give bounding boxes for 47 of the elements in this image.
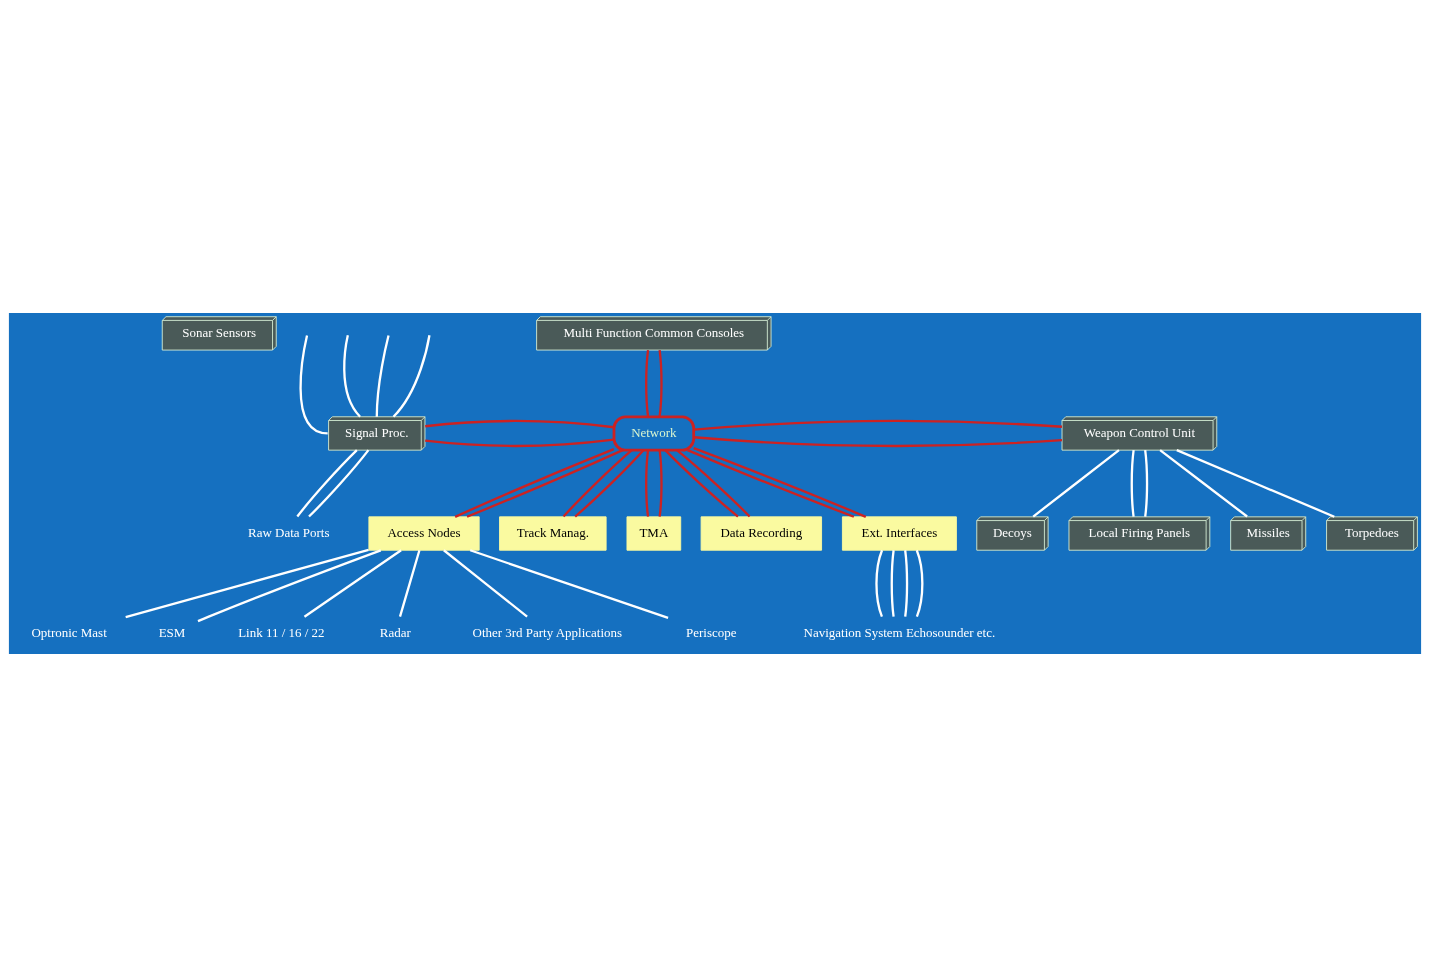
connector xyxy=(904,550,909,617)
node-text: Navigation System Echosounder etc. xyxy=(803,625,996,641)
connector xyxy=(658,349,663,417)
node-text: Other 3rd Party Applications xyxy=(472,625,623,641)
connector xyxy=(469,549,669,619)
connector xyxy=(303,549,402,618)
connector xyxy=(658,450,663,517)
node-box: Data Recording xyxy=(700,516,823,551)
connector xyxy=(1159,449,1248,518)
connector xyxy=(693,419,1063,431)
connector xyxy=(574,449,645,518)
connector xyxy=(343,335,361,418)
connector xyxy=(1144,450,1149,517)
connector xyxy=(1032,449,1120,518)
connector xyxy=(676,449,751,518)
connector xyxy=(562,449,633,518)
node-text: Optronic Mast xyxy=(31,625,107,641)
connector xyxy=(890,550,895,617)
connector xyxy=(875,549,884,617)
node-box: Track Manag. xyxy=(499,516,607,551)
connector xyxy=(1176,449,1335,518)
connector xyxy=(375,335,390,417)
node-box: Network xyxy=(612,415,696,452)
connector xyxy=(392,335,431,418)
connector xyxy=(1130,450,1135,517)
connector xyxy=(915,549,924,617)
node-text: Radar xyxy=(379,625,411,641)
node-box: Ext. Interfaces xyxy=(841,516,957,551)
connector xyxy=(693,436,1063,448)
node-box: Access Nodes xyxy=(368,516,480,551)
connector xyxy=(664,449,739,518)
connector xyxy=(125,548,369,619)
connector xyxy=(296,449,358,518)
node-text: Raw Data Ports xyxy=(248,524,330,540)
connector xyxy=(299,335,328,435)
node-box: TMA xyxy=(626,516,682,551)
node-text: Link 11 / 16 / 22 xyxy=(238,625,325,641)
connector xyxy=(425,419,614,429)
connector xyxy=(308,449,370,518)
connector xyxy=(645,349,650,417)
connector xyxy=(197,549,382,623)
connector xyxy=(398,549,421,617)
node-text: Periscope xyxy=(686,625,737,641)
connector xyxy=(645,450,650,517)
connector xyxy=(425,438,614,448)
node-text: ESM xyxy=(158,625,186,641)
connector xyxy=(443,549,528,618)
